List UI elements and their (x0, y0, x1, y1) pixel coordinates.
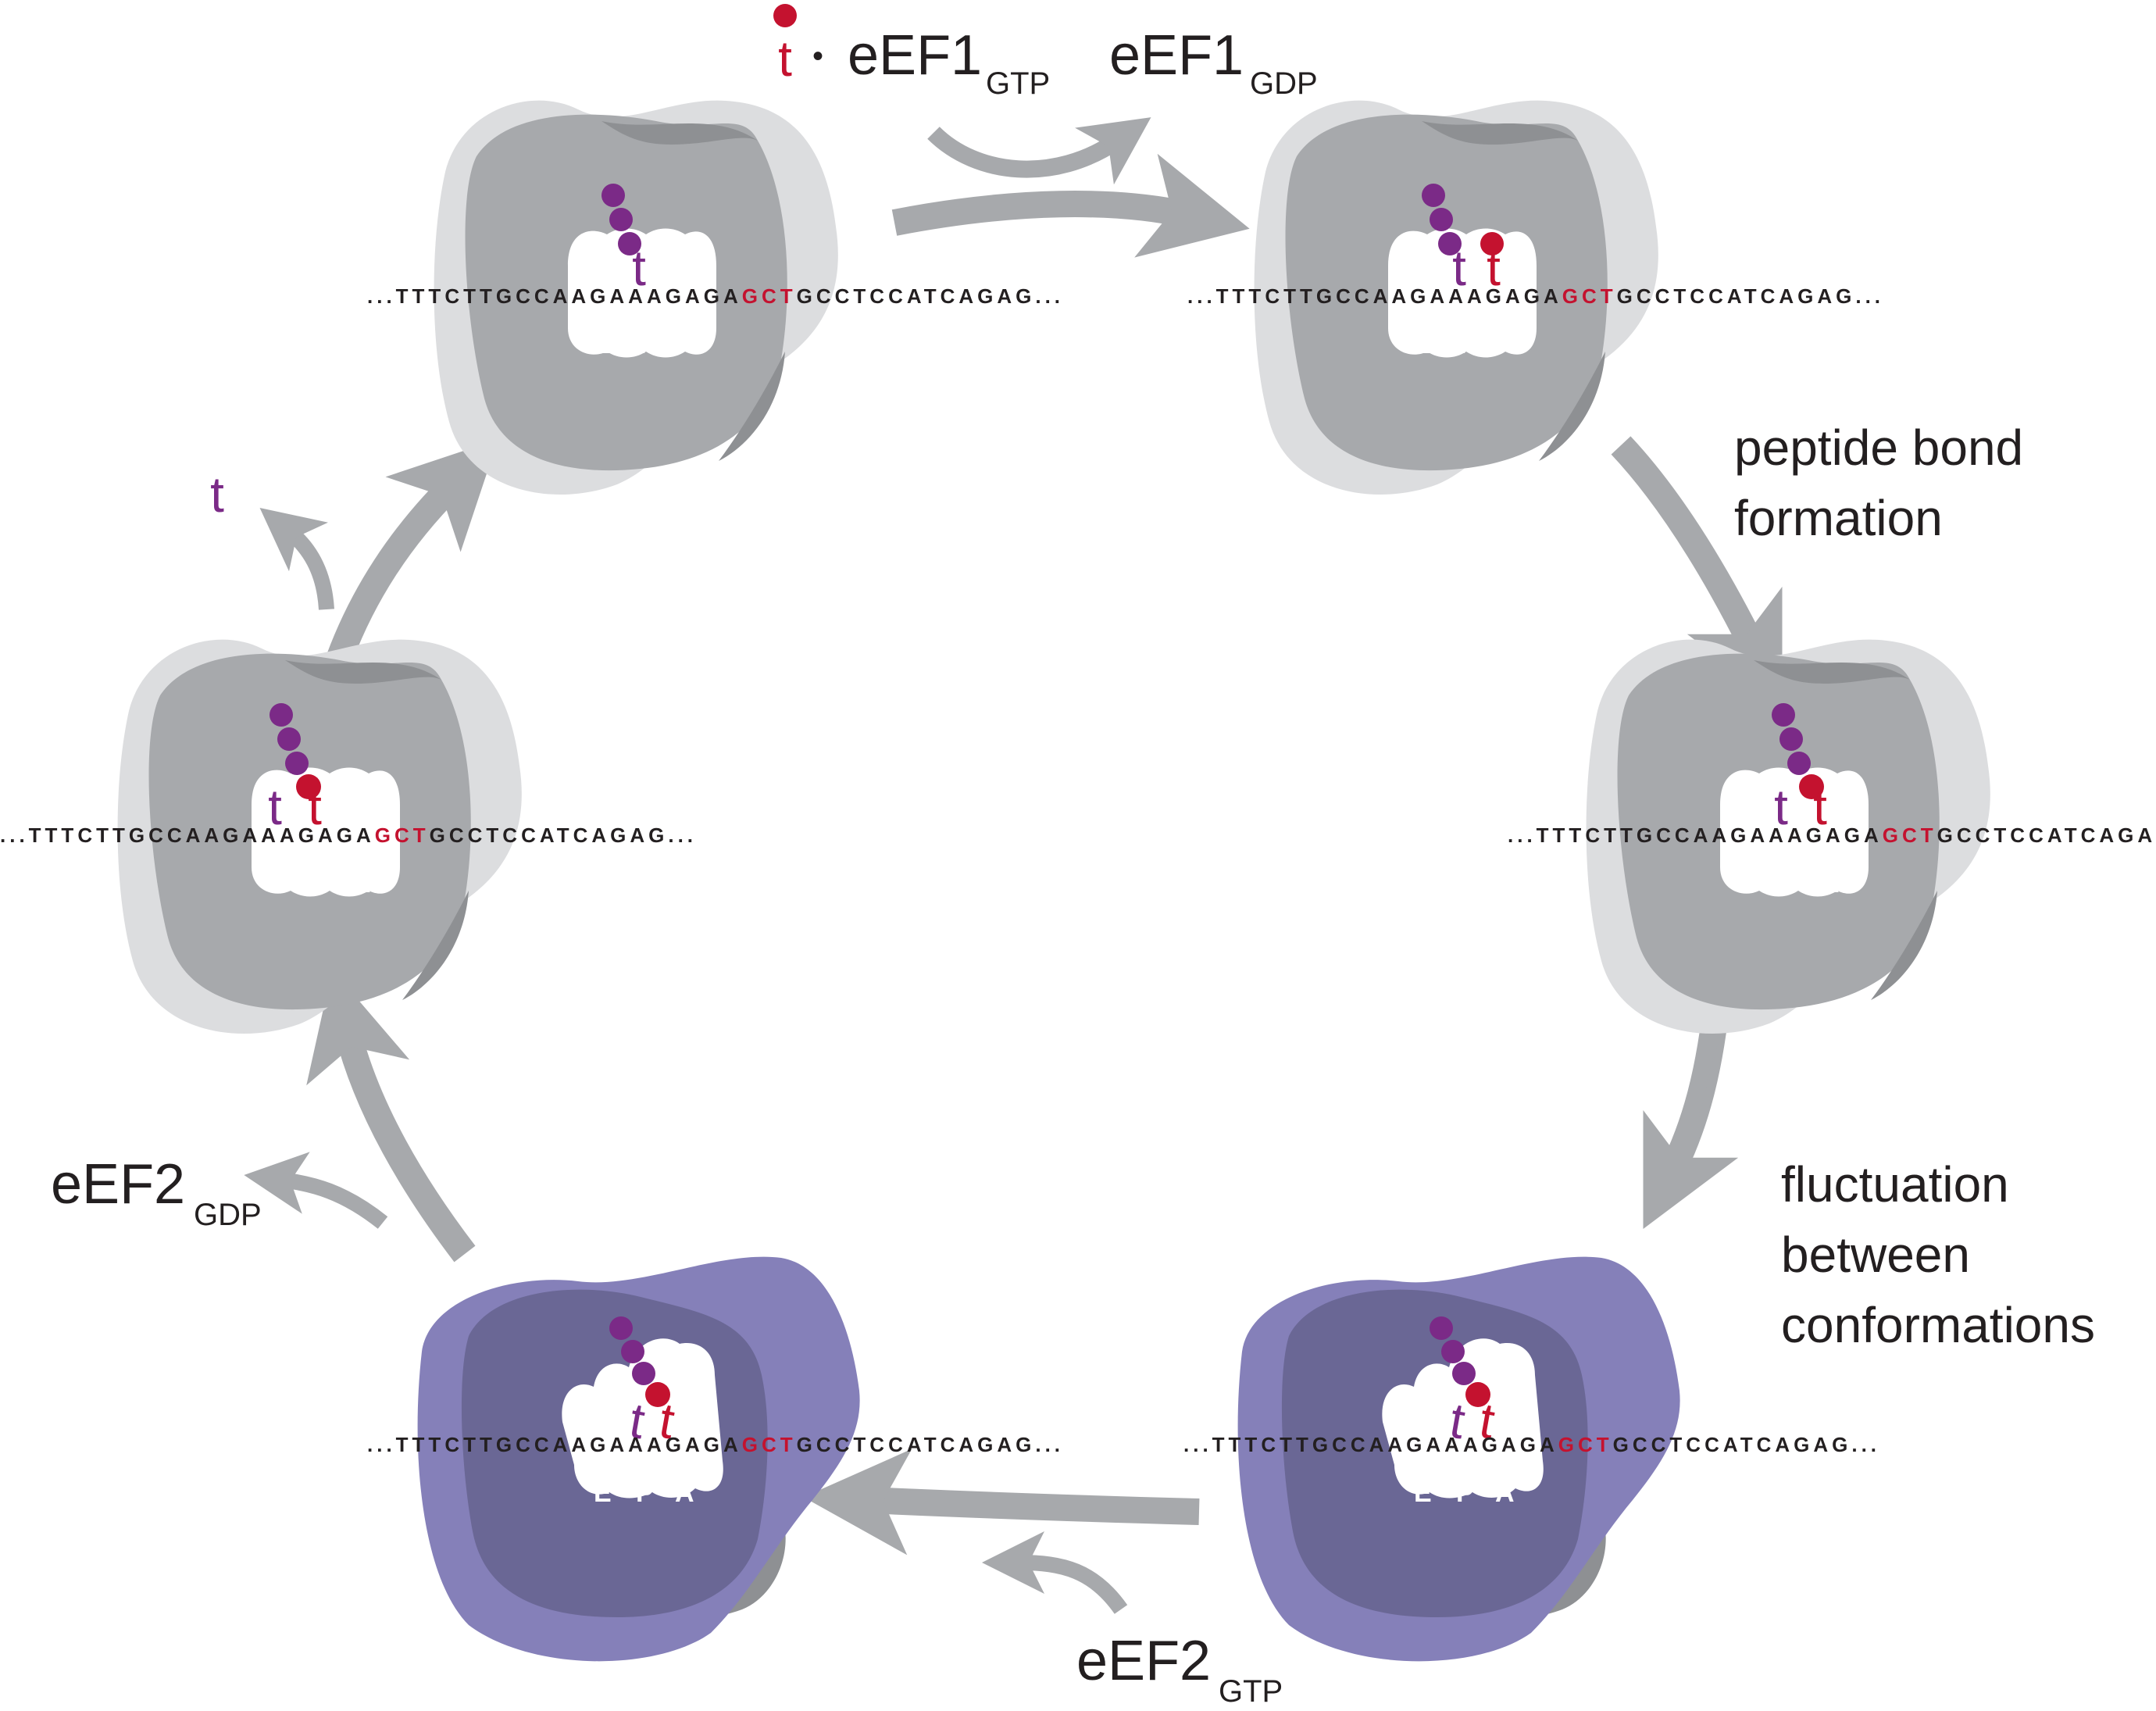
a-site-trna: t (1487, 240, 1501, 296)
p-site-label: P (1781, 869, 1799, 898)
peptide-residue (285, 752, 309, 775)
ribosome-state-aminoacyl-trna-bound: t t ...TTTCTTGCCAAGAAAGAGAGCTGCCTCCATCAG… (1187, 100, 1884, 495)
p-site-trna: t (1452, 240, 1466, 296)
peptide-residue (632, 1362, 655, 1385)
p-site-label: P (639, 330, 657, 359)
ribosome-state-post-translocation: t ...TTTCTTGCCAAGAAAGAGAGCTGCCTCCATCAGAG… (367, 100, 1064, 495)
peptide-residue (1422, 184, 1445, 207)
arrow-eef2-binding (982, 1531, 1128, 1614)
peptide-residue (1452, 1362, 1476, 1385)
a-site-label: A (352, 869, 371, 898)
arrow-translocation (803, 1448, 1200, 1556)
peptide-residue (270, 703, 293, 727)
label-eef1-gdp: eEF1 GDP (1109, 24, 1318, 101)
e-site-label: E (594, 1478, 612, 1508)
label-eef2-gtp: eEF2 GTP (1076, 1630, 1283, 1709)
eef1-gdp-subscript: GDP (1250, 66, 1318, 101)
peptide-residue (601, 184, 625, 207)
peptide-residue (609, 1316, 633, 1340)
p-site-trna: t (308, 779, 322, 835)
p-site-trna: t (1774, 779, 1788, 835)
eef1-gdp-label: eEF1 (1109, 24, 1244, 87)
peptide-residue (277, 727, 301, 751)
released-trna-icon: t (210, 466, 224, 523)
peptide-residue (1779, 727, 1803, 751)
arrow-eef1-release (927, 117, 1151, 185)
amino-acid-icon (773, 4, 797, 27)
peptide-residue (1430, 1316, 1453, 1340)
mrna-sequence: ...TTTCTTGCCAAGAAAGAGAGCTGCCTCCATCAGAG..… (1508, 823, 2156, 847)
eef2-gdp-subscript: GDP (194, 1198, 262, 1232)
arrow-eef2-release (244, 1152, 388, 1229)
a-site-trna: t (1813, 779, 1827, 835)
p-site-label: P (636, 1478, 654, 1508)
label-peptide-bond-formation: peptide bond formation (1734, 420, 2023, 546)
e-site-label: E (1414, 1478, 1432, 1508)
e-site-label: E (270, 869, 287, 898)
p-site-label: P (312, 869, 330, 898)
p-site-trna: t (632, 240, 646, 296)
a-site-label: A (1498, 330, 1518, 359)
svg-text:formation: formation (1734, 490, 1943, 546)
mrna-sequence: ...TTTCTTGCCAAGAAAGAGAGCTGCCTCCATCAGAG..… (1183, 1433, 1880, 1456)
e-site-label: E (598, 330, 616, 359)
ribosome-state-pre-translocation-rotated: t t ...TTTCTTGCCAAGAAAGAGAGCTGCCTCCATCAG… (1183, 1256, 1880, 1662)
svg-text:peptide bond: peptide bond (1734, 420, 2023, 476)
peptide-residue (609, 208, 633, 231)
peptide-residue (621, 1340, 644, 1363)
svg-text:between: between (1781, 1227, 1970, 1283)
mrna-sequence: ...TTTCTTGCCAAGAAAGAGAGCTGCCTCCATCAGAG..… (0, 823, 697, 847)
ribosome-state-pre-translocation-classical: t t ...TTTCTTGCCAAGAAAGAGAGCTGCCTCCATCAG… (1508, 639, 2156, 1034)
eef2-gtp-label: eEF2 (1076, 1630, 1211, 1692)
svg-text:conformations: conformations (1781, 1297, 2095, 1353)
bullet: • (812, 39, 823, 73)
amino-acid (1465, 1382, 1490, 1407)
peptide-residue (1438, 232, 1462, 255)
a-site-label: A (675, 1478, 694, 1508)
mrna-sequence: ...TTTCTTGCCAAGAAAGAGAGCTGCCTCCATCAGAG..… (367, 1433, 1064, 1456)
p-site-label: P (1456, 1478, 1474, 1508)
a-site-label: A (678, 330, 698, 359)
arrow-to-post (306, 969, 476, 1263)
arrow-trna-exit (259, 508, 334, 610)
svg-text:fluctuation: fluctuation (1781, 1156, 2009, 1213)
eef1-gtp-subscript: GTP (986, 66, 1050, 101)
peptide-residue (618, 232, 641, 255)
arrow-peptide-bond (1611, 436, 1783, 705)
peptide-residue (1787, 752, 1811, 775)
peptide-residue (1441, 1340, 1465, 1363)
peptide-residue (1430, 208, 1453, 231)
mrna-sequence: ...TTTCTTGCCAAGAAAGAGAGCTGCCTCCATCAGAG..… (1187, 284, 1884, 308)
label-aa-trna-eef1-gtp: t • eEF1 GTP (773, 4, 1050, 101)
arrow-e-site-release-cycle (319, 439, 498, 684)
amino-acid (1480, 232, 1504, 255)
arrow-aa-trna-binding (891, 153, 1250, 258)
ribosome-state-translocated: t t ...TTTCTTGCCAAGAAAGAGAGCTGCCTCCATCAG… (0, 639, 697, 1034)
e-site-label: E (1738, 869, 1756, 898)
trna-icon: t (778, 30, 792, 87)
e-site-trna: t (268, 779, 282, 835)
p-site-label: P (1459, 330, 1477, 359)
a-site-label: A (1820, 869, 1840, 898)
mrna-sequence: ...TTTCTTGCCAAGAAAGAGAGCTGCCTCCATCAGAG..… (367, 284, 1064, 308)
a-site-label: A (1495, 1478, 1515, 1508)
amino-acid (296, 774, 321, 799)
eef2-gtp-subscript: GTP (1219, 1674, 1283, 1709)
peptide-residue (1772, 703, 1795, 727)
amino-acid (645, 1382, 670, 1407)
label-eef2-gdp: eEF2 GDP (51, 1153, 262, 1232)
e-site-label: E (1418, 330, 1436, 359)
amino-acid (1799, 774, 1824, 799)
ribosome-state-eef2-bound: t t ...TTTCTTGCCAAGAAAGAGAGCTGCCTCCATCAG… (367, 1256, 1064, 1662)
label-fluctuation: fluctuation between conformations (1781, 1156, 2095, 1353)
eef1-gtp-label: eEF1 (848, 24, 982, 87)
eef2-gdp-label: eEF2 (51, 1153, 185, 1216)
